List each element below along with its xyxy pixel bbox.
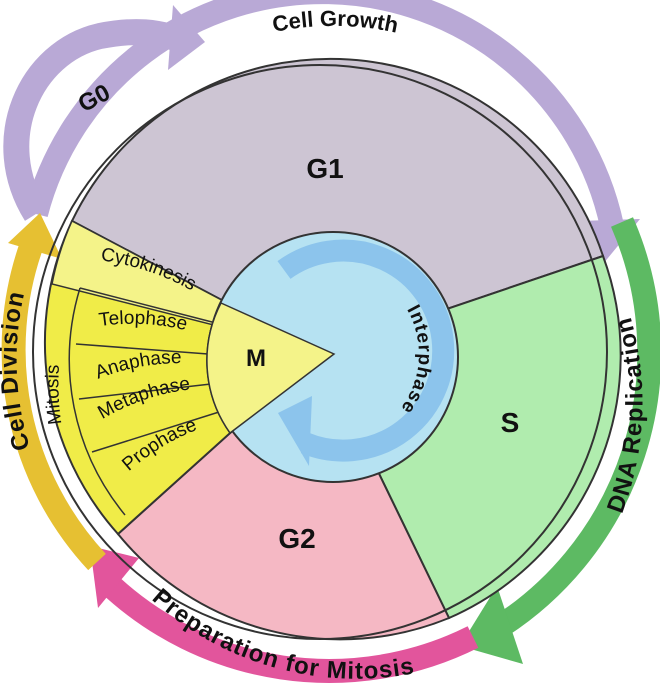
sector-g1 [70, 57, 605, 354]
label-mitosis: Mitosis [42, 364, 66, 426]
label-s: S [501, 407, 520, 438]
arc-cell-division [1, 213, 106, 571]
arc-g0-loop [3, 5, 205, 221]
sector-g2 [116, 350, 451, 641]
label-cell-growth: Cell Growth [270, 6, 400, 38]
sub-divider-2 [75, 343, 209, 355]
label-g2: G2 [278, 523, 315, 554]
interphase-arrow-head [278, 396, 312, 466]
sub-divider-1 [79, 287, 213, 323]
label-cell-division: Cell Division [0, 288, 36, 453]
interphase-disc [206, 231, 459, 483]
arc-preparation-for-mitosis [90, 546, 479, 683]
label-m: M [246, 345, 266, 372]
main-wheel-outline [32, 64, 608, 640]
sub-divider-4 [91, 411, 220, 453]
label-g1: G1 [306, 153, 343, 184]
m-wedge-overlay [206, 302, 336, 435]
interphase-arrow [277, 239, 455, 462]
mitosis-inner-arc [68, 287, 126, 516]
sub-divider-3 [78, 383, 212, 400]
